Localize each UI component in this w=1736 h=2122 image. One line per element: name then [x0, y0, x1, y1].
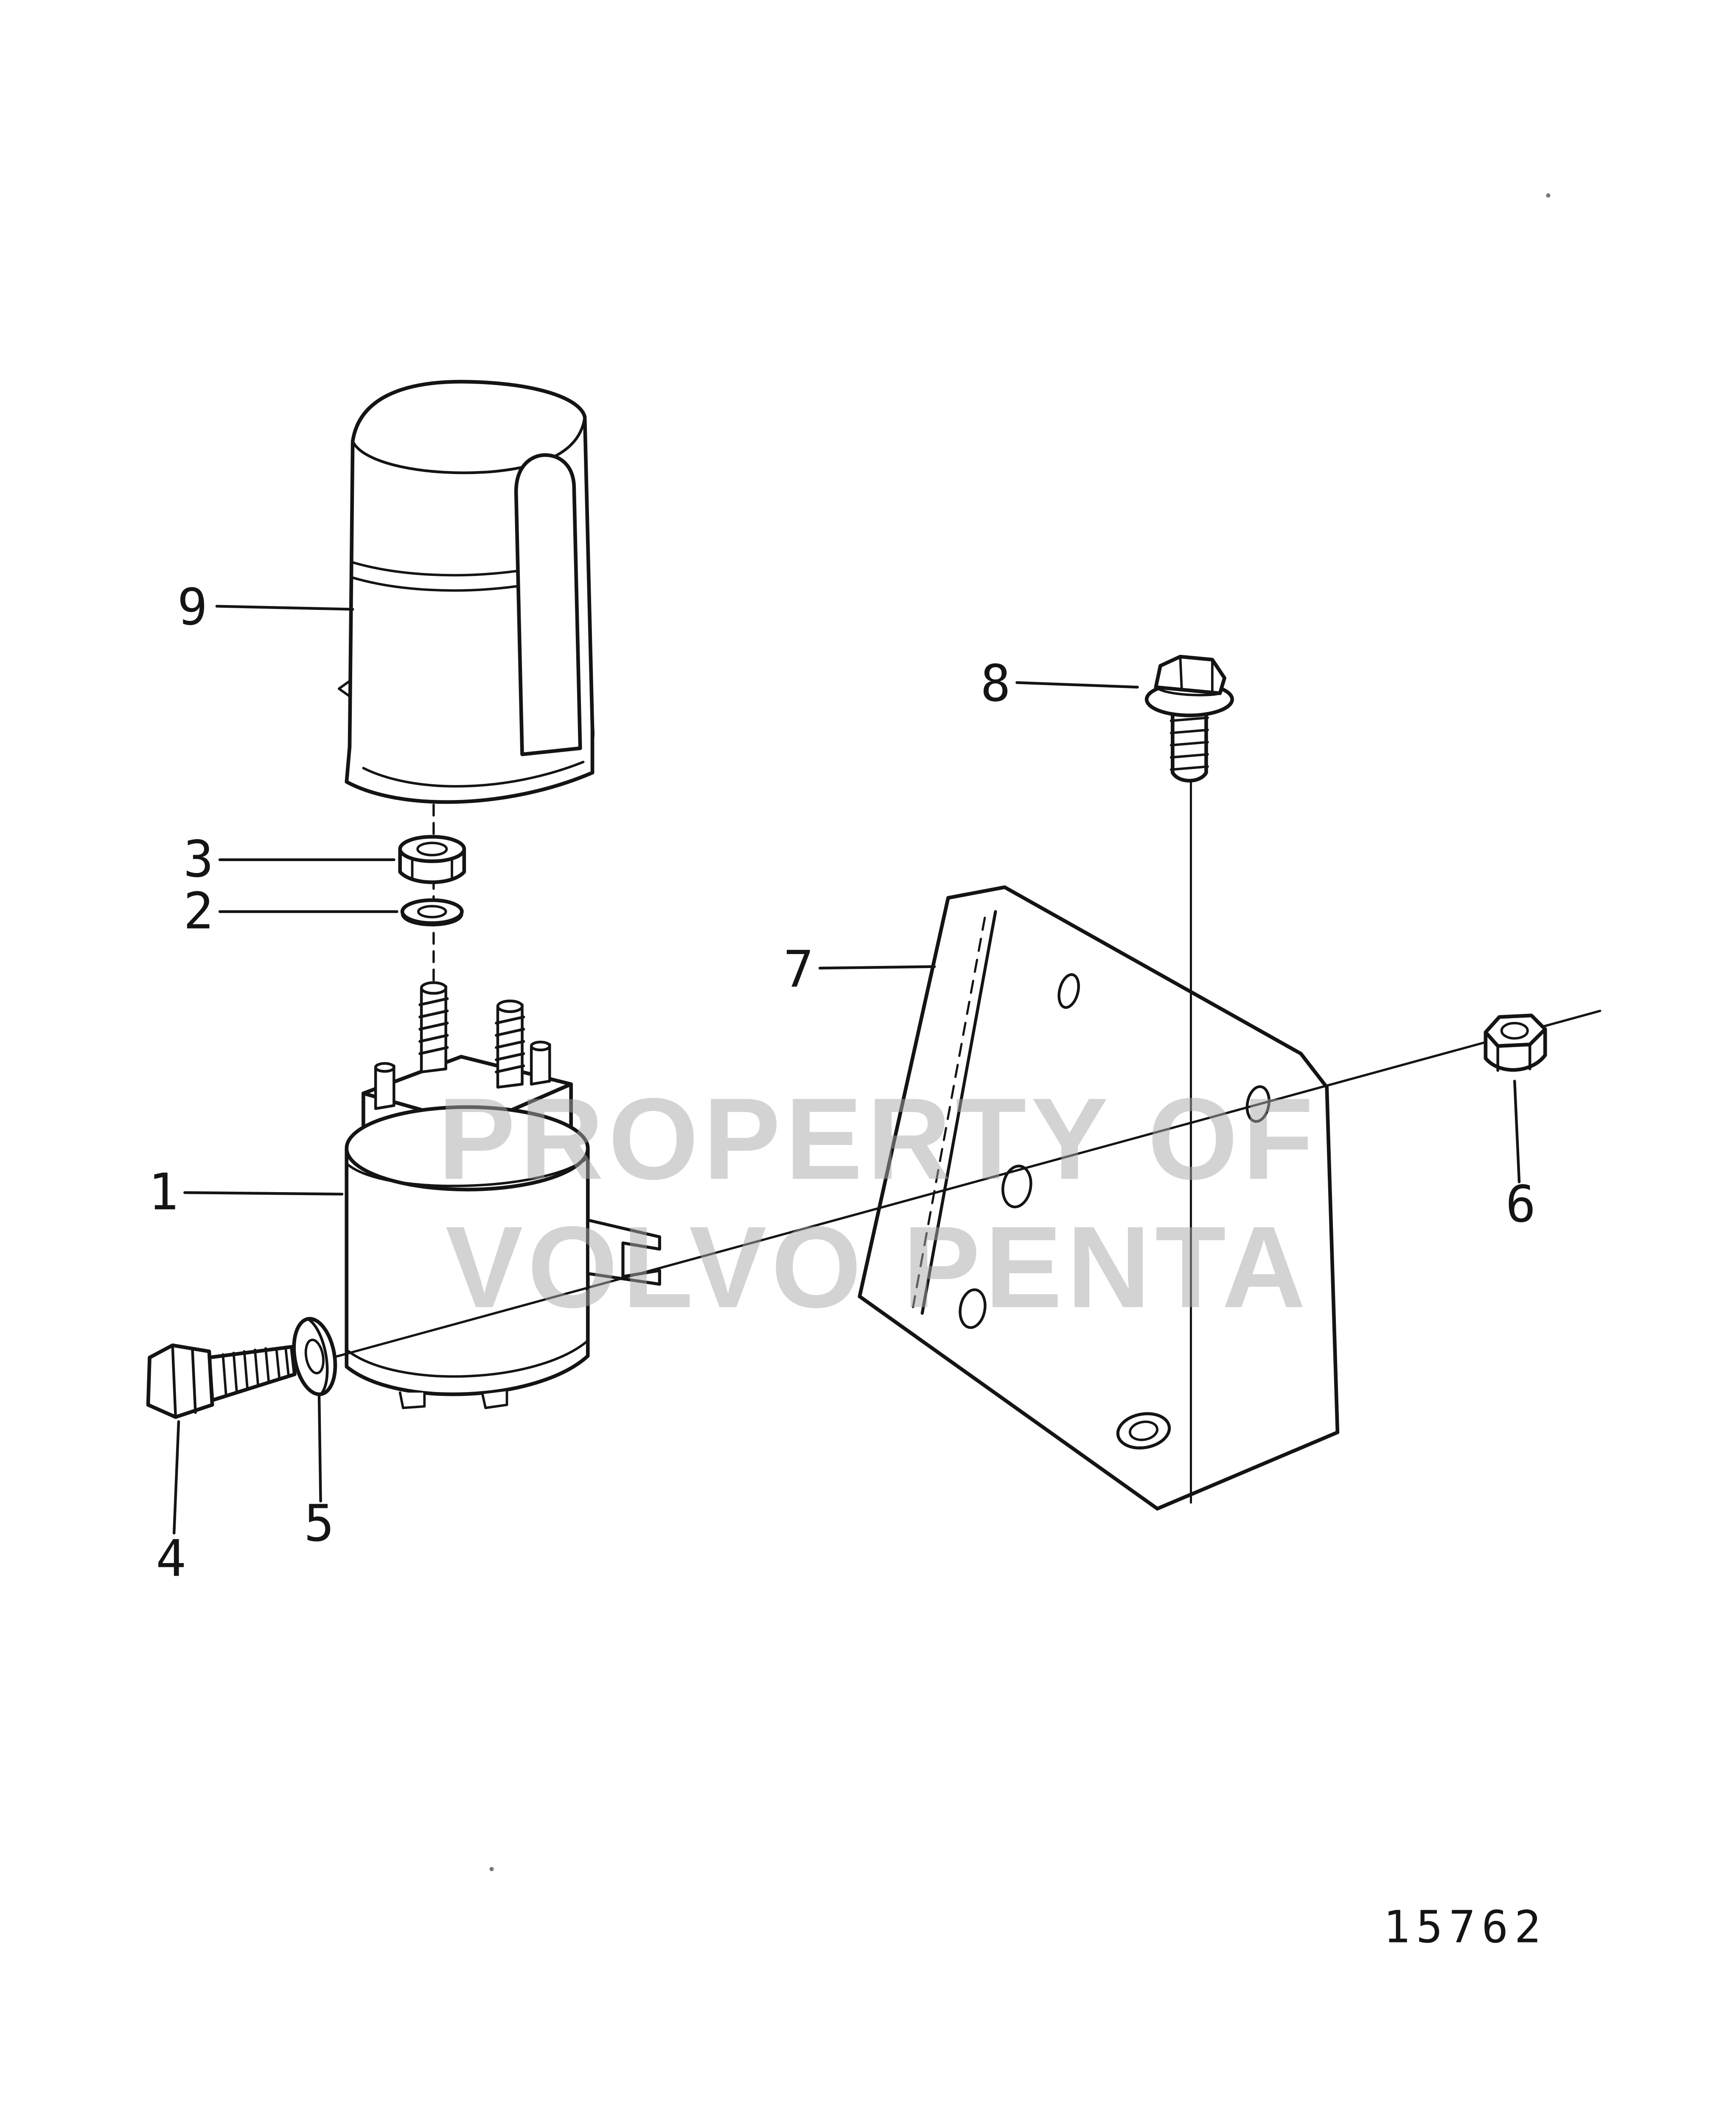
watermark: PROPERTY OF VOLVO PENTA — [438, 1074, 1318, 1332]
scan-speck — [489, 1867, 494, 1872]
watermark-line-2: VOLVO PENTA — [446, 1202, 1310, 1332]
watermark-line-1: PROPERTY OF — [438, 1074, 1318, 1204]
callout-label-5: 5 — [304, 1494, 334, 1553]
part-9-cover — [337, 380, 595, 804]
callout-labels: 9 3 2 1 4 5 7 8 6 — [148, 578, 1536, 1589]
callout-label-1: 1 — [148, 1163, 178, 1222]
part-8-flange-bolt — [1144, 654, 1234, 783]
leader-lines — [172, 605, 1521, 1535]
main-assembly-axis-line — [298, 1010, 1601, 1368]
leader-line-9 — [215, 605, 354, 611]
callout-label-9: 9 — [177, 578, 208, 637]
part-2-washer — [400, 898, 464, 926]
part-1-terminal-studs — [374, 981, 551, 1110]
part-4-bolt — [146, 1343, 297, 1419]
callout-label-4: 4 — [156, 1530, 186, 1588]
scan-speck — [1546, 193, 1551, 198]
drawing-number: 15762 — [1383, 1901, 1547, 1953]
callout-label-6: 6 — [1506, 1175, 1536, 1234]
part-6-nut — [1484, 1013, 1547, 1072]
part-1-solenoid — [345, 981, 661, 1409]
part-7-bracket — [858, 885, 1340, 1511]
leader-line-4 — [172, 1420, 180, 1535]
leader-line-6 — [1513, 1080, 1521, 1184]
part-3-nut — [398, 835, 466, 884]
callout-label-7: 7 — [783, 940, 813, 999]
callout-label-3: 3 — [183, 830, 213, 889]
leader-line-1 — [183, 1191, 344, 1196]
leader-line-7 — [818, 965, 936, 970]
callout-label-2: 2 — [183, 882, 213, 941]
leader-line-5 — [317, 1392, 322, 1503]
part-5-washer — [292, 1317, 337, 1396]
callout-label-8: 8 — [980, 655, 1010, 713]
leader-line-8 — [1015, 681, 1139, 689]
